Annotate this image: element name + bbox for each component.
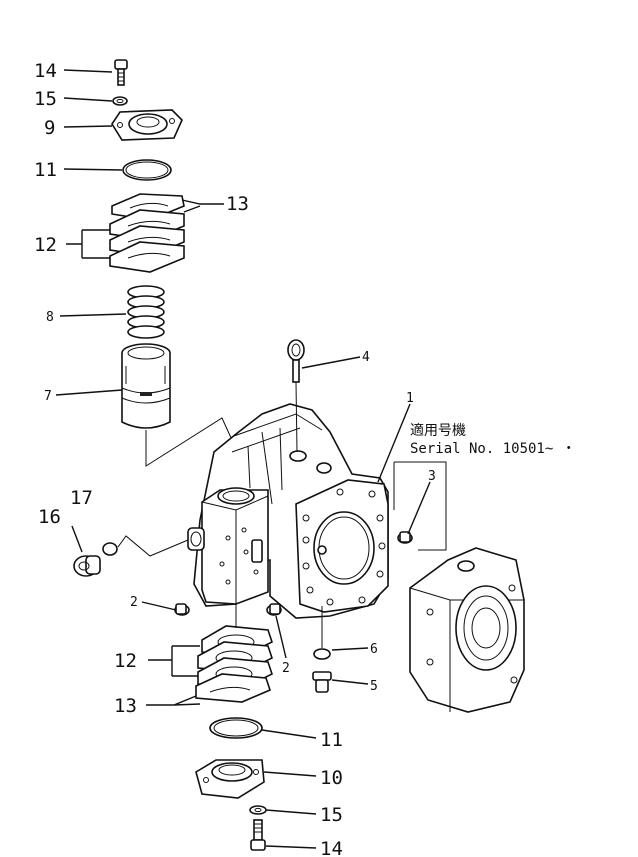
eye-bolt bbox=[287, 339, 305, 383]
leader-17 bbox=[117, 535, 189, 557]
serial-japanese: 適用号機 bbox=[410, 422, 466, 439]
callout-7: 7 bbox=[44, 389, 52, 404]
callout-1: 1 bbox=[406, 391, 414, 406]
o-ring-top-inner bbox=[125, 161, 169, 179]
piston-leader bbox=[145, 417, 233, 467]
plug-16 bbox=[73, 555, 101, 577]
washer-bottom bbox=[249, 805, 267, 815]
leader-14-top bbox=[63, 69, 113, 73]
leader-4 bbox=[301, 356, 361, 369]
callout-12-bot: 12 bbox=[114, 650, 137, 672]
bolt-bottom bbox=[250, 819, 266, 851]
leader-2a bbox=[141, 601, 177, 611]
washer-top bbox=[112, 96, 128, 106]
leader-10 bbox=[263, 771, 317, 777]
callout-2b: 2 bbox=[282, 661, 290, 676]
shim-stack-top bbox=[109, 193, 185, 273]
shim-stack-bottom bbox=[195, 625, 273, 703]
plug-3 bbox=[397, 531, 413, 544]
callout-17: 17 bbox=[70, 487, 93, 509]
eye-bolt-leader bbox=[295, 381, 298, 453]
plug-2a bbox=[174, 603, 190, 616]
leader-12-bot bbox=[148, 645, 200, 677]
callout-9: 9 bbox=[44, 117, 55, 139]
callout-15-top: 15 bbox=[34, 88, 57, 110]
plug-5 bbox=[312, 671, 332, 693]
leader-9 bbox=[63, 125, 113, 128]
leader-7 bbox=[55, 389, 123, 396]
callout-12-top: 12 bbox=[34, 234, 57, 256]
leader-11-top bbox=[63, 168, 123, 171]
leader-13-top bbox=[181, 199, 224, 205]
callout-10: 10 bbox=[320, 767, 343, 789]
callout-3: 3 bbox=[428, 469, 436, 484]
leader-16 bbox=[71, 525, 83, 553]
callout-15-bot: 15 bbox=[320, 804, 343, 826]
callout-14-bot: 14 bbox=[320, 838, 343, 857]
leader-15-bot bbox=[265, 809, 317, 815]
bracket-3 bbox=[394, 461, 447, 551]
leader-5 bbox=[331, 679, 369, 685]
leader-13-top-b bbox=[183, 205, 201, 213]
leader-15-top bbox=[63, 97, 113, 102]
callout-6: 6 bbox=[370, 642, 378, 657]
leader-12-top bbox=[66, 229, 110, 259]
o-ring-6 bbox=[313, 648, 331, 660]
o-ring-17 bbox=[102, 542, 118, 556]
o-ring-top bbox=[122, 159, 172, 181]
leader-6-line bbox=[331, 647, 369, 651]
o-ring-bottom-inner bbox=[213, 719, 259, 737]
leader-14-bot bbox=[265, 845, 317, 849]
callout-5: 5 bbox=[370, 679, 378, 694]
leader-11-bot bbox=[261, 729, 317, 739]
callout-4: 4 bbox=[362, 350, 370, 365]
leader-3 bbox=[407, 481, 431, 535]
spring bbox=[127, 285, 165, 339]
leader-8 bbox=[59, 313, 127, 317]
callout-11-top: 11 bbox=[34, 159, 57, 181]
callout-13-bot: 13 bbox=[114, 695, 137, 717]
o-ring-bottom bbox=[209, 717, 263, 739]
callout-14-top: 14 bbox=[34, 60, 57, 82]
leader-1 bbox=[377, 403, 411, 483]
piston bbox=[121, 343, 171, 429]
bolt-top bbox=[114, 59, 128, 86]
callout-16: 16 bbox=[38, 506, 61, 528]
side-housing bbox=[409, 547, 525, 713]
cover-bottom bbox=[195, 759, 265, 799]
leader-13-bot bbox=[146, 695, 201, 706]
callout-2a: 2 bbox=[130, 595, 138, 610]
valve-body bbox=[187, 403, 389, 619]
cover-top bbox=[111, 109, 183, 141]
leader-2b bbox=[275, 615, 287, 659]
plug-2b bbox=[266, 603, 282, 616]
callout-13-top: 13 bbox=[226, 193, 249, 215]
callout-8: 8 bbox=[46, 310, 54, 325]
serial-range: Serial No. 10501~ ・ bbox=[410, 441, 576, 457]
callout-11-bot: 11 bbox=[320, 729, 343, 751]
